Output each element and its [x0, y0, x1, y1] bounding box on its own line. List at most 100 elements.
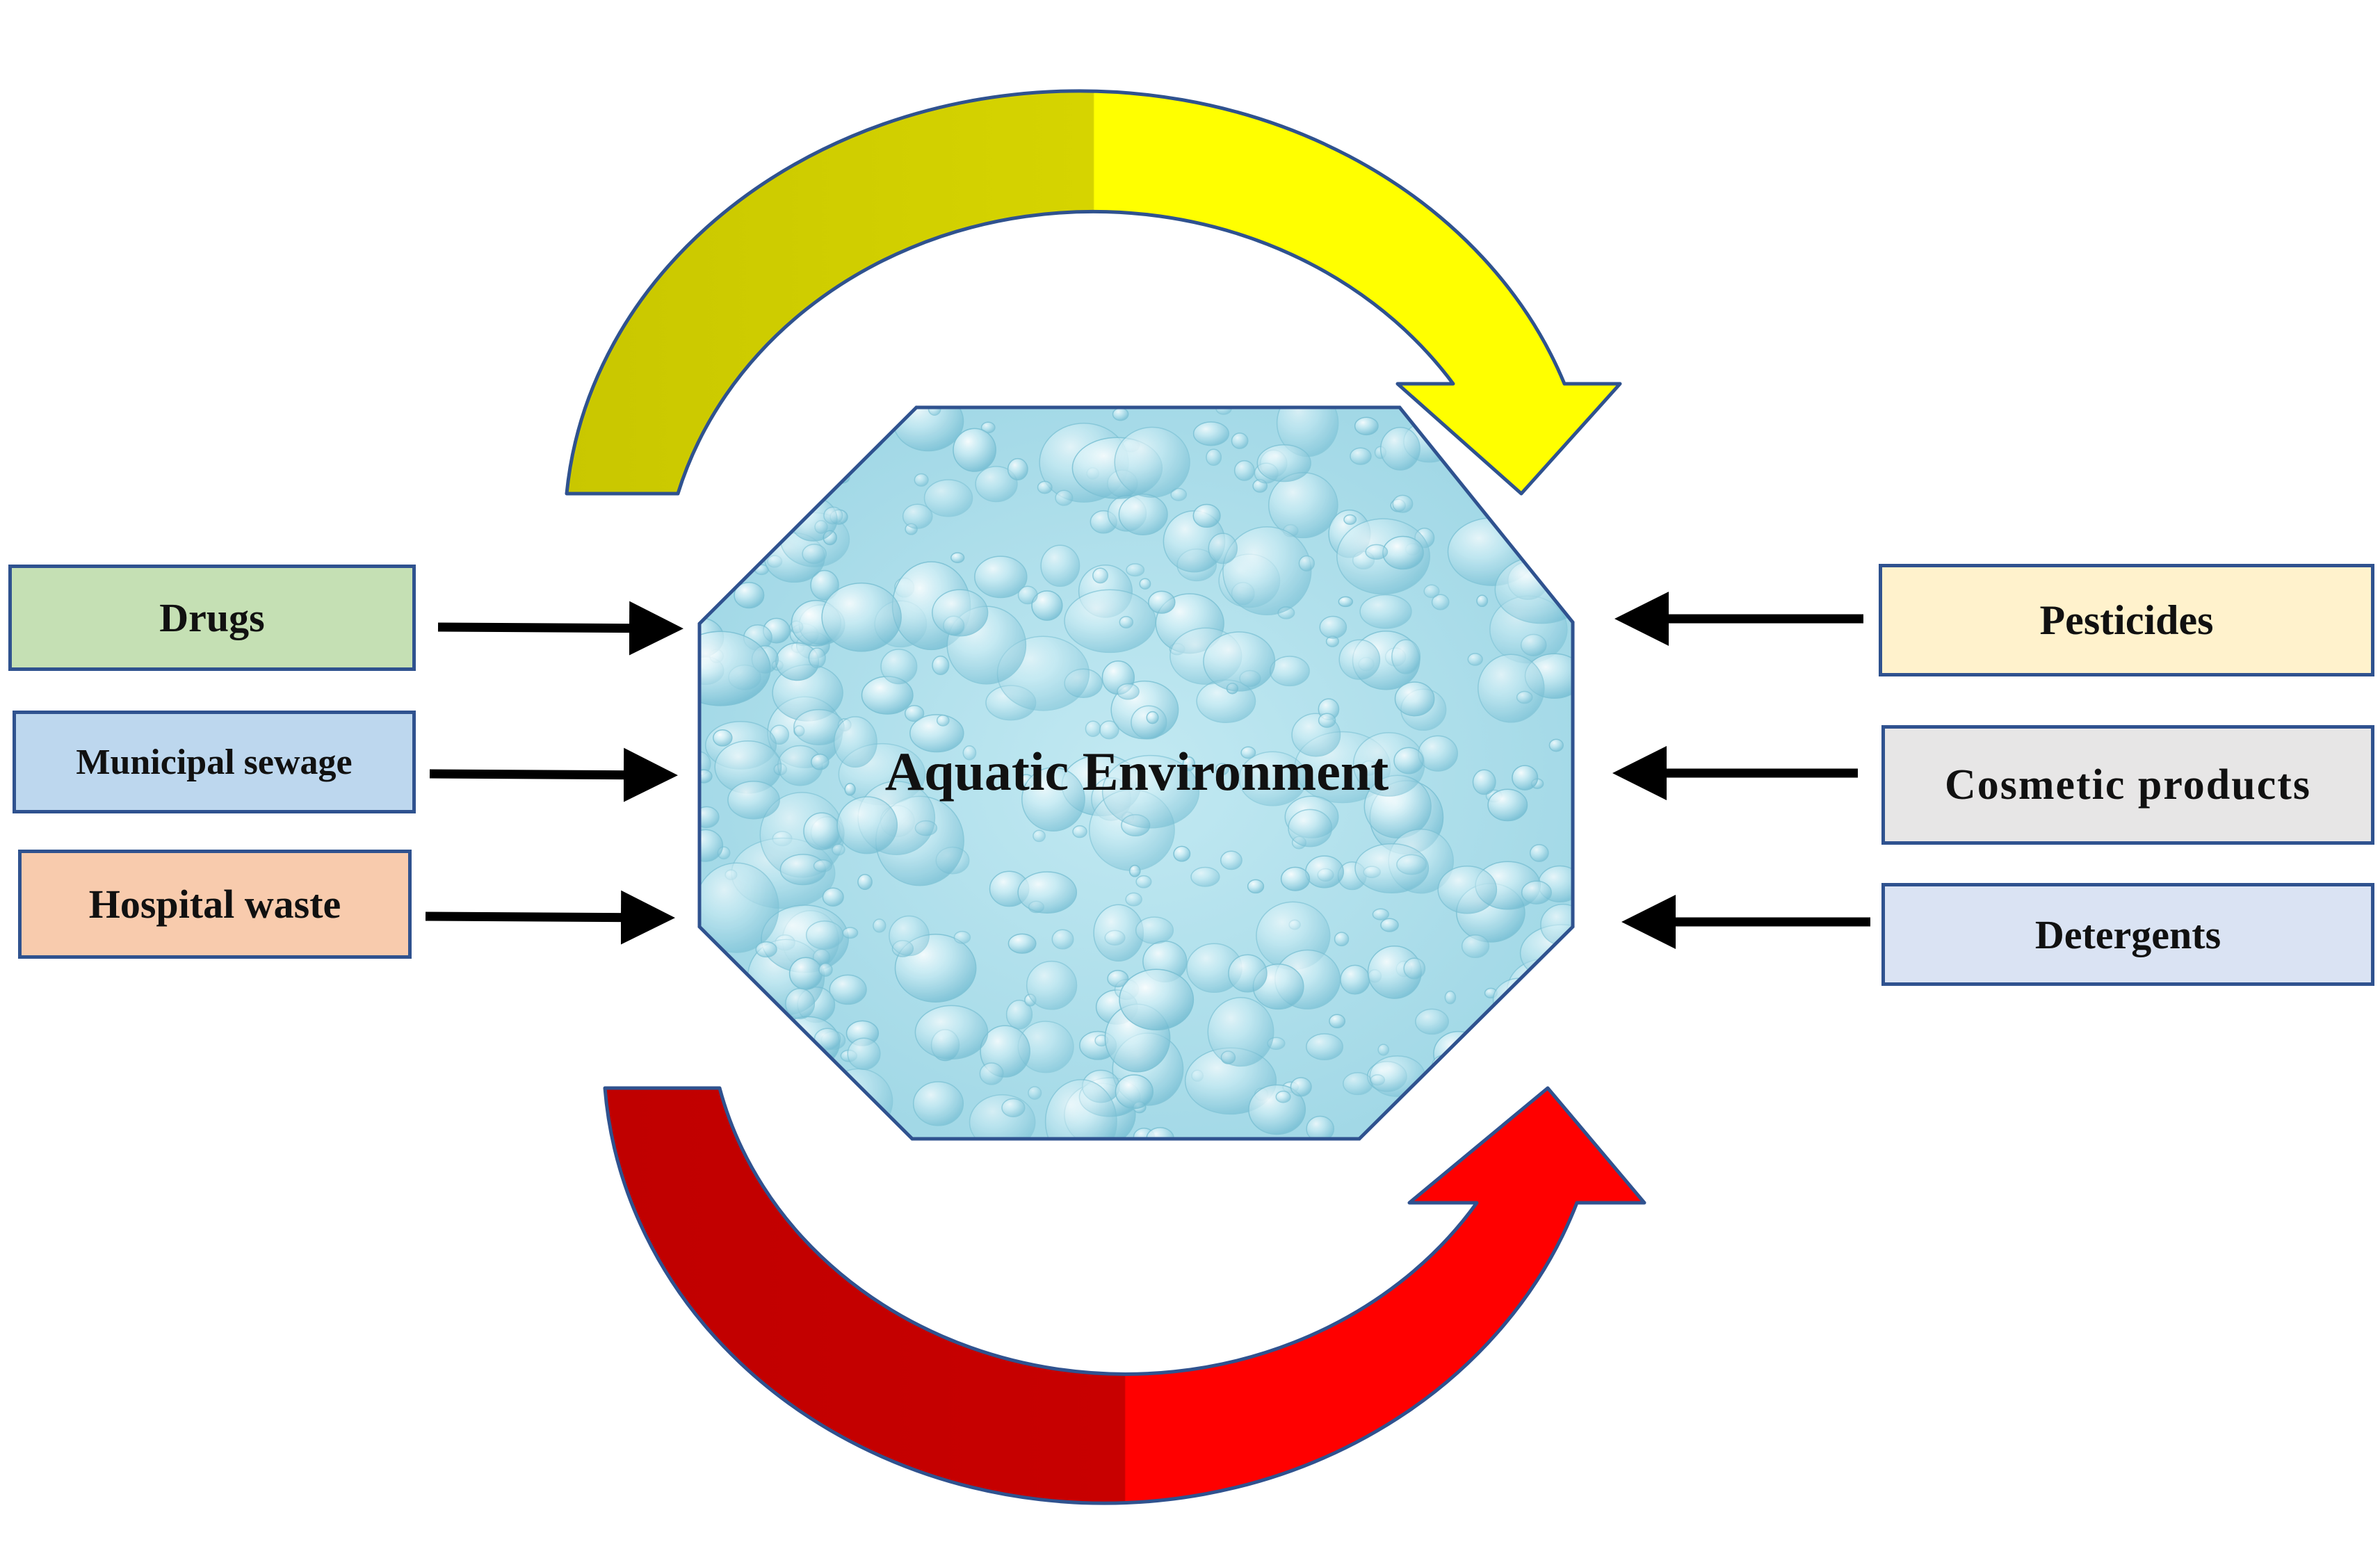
water-droplet	[1288, 809, 1333, 848]
water-droplet	[760, 514, 788, 540]
water-droplet	[1248, 1084, 1306, 1135]
water-droplet	[1231, 432, 1249, 449]
water-droplet	[699, 1040, 724, 1067]
water-droplet	[1487, 788, 1528, 822]
water-droplet	[1005, 999, 1033, 1030]
water-droplet	[969, 1094, 1036, 1139]
water-droplet	[1021, 767, 1085, 832]
water-droplet	[836, 796, 898, 854]
water-droplet	[1118, 494, 1168, 535]
water-droplet	[1146, 711, 1159, 724]
water-droplet	[873, 918, 887, 933]
water-droplet	[936, 714, 950, 727]
water-droplet	[1192, 503, 1221, 528]
water-droplet	[889, 915, 930, 957]
water-droplet	[1334, 932, 1350, 947]
water-droplet	[932, 656, 950, 675]
water-droplet	[829, 974, 867, 1005]
water-droplet	[818, 962, 833, 977]
water-droplet	[1365, 544, 1389, 560]
water-droplet	[980, 421, 996, 434]
water-droplet	[1126, 563, 1145, 577]
water-droplet	[1222, 526, 1312, 615]
water-droplet	[1467, 653, 1483, 666]
water-droplet	[821, 582, 902, 652]
water-droplet	[1101, 754, 1200, 829]
water-droplet	[1476, 594, 1489, 608]
water-droplet	[1392, 494, 1414, 513]
water-droplet	[1431, 1054, 1462, 1077]
water-droplet	[791, 1064, 826, 1090]
source-label-detergents: Detergents	[2034, 911, 2221, 957]
source-label-drugs: Drugs	[159, 595, 265, 640]
water-droplet	[1125, 892, 1142, 907]
water-droplet	[822, 887, 844, 907]
water-droplet	[1559, 556, 1573, 581]
water-droplet	[1343, 514, 1357, 525]
water-droplet	[880, 649, 918, 685]
water-droplet	[904, 704, 925, 722]
water-droplet	[1515, 1060, 1537, 1076]
water-droplet	[1099, 720, 1119, 740]
water-droplet	[699, 862, 779, 953]
source-box-hospital-waste: Hospital waste	[18, 850, 412, 959]
water-droplet	[1461, 934, 1490, 959]
water-droplet	[1206, 448, 1222, 467]
water-droplet	[1139, 578, 1151, 590]
water-droplet	[1494, 555, 1573, 624]
water-droplet	[762, 421, 821, 486]
water-droplet	[1403, 957, 1426, 980]
water-droplet	[1001, 1098, 1026, 1117]
water-droplet	[1474, 473, 1497, 494]
water-droplet	[1220, 850, 1242, 870]
water-droplet	[953, 428, 996, 472]
water-droplet	[1044, 1079, 1117, 1139]
water-droplet	[909, 714, 964, 753]
water-droplet	[1275, 1090, 1291, 1103]
water-droplet	[1338, 639, 1381, 680]
water-droplet	[1028, 1086, 1042, 1100]
water-droplet	[1114, 426, 1190, 498]
water-droplet	[1495, 1101, 1510, 1114]
water-droplet	[1092, 567, 1108, 584]
water-droplet	[912, 1081, 964, 1126]
water-droplet	[979, 1062, 1004, 1085]
water-droplet	[734, 425, 767, 455]
water-droplet	[1112, 407, 1129, 421]
water-droplet	[1318, 713, 1336, 728]
water-droplet	[962, 745, 977, 761]
water-droplet	[1170, 487, 1188, 501]
water-droplet	[832, 843, 845, 856]
bottom-cycle-arrow	[603, 1086, 1646, 1505]
water-droplet	[1064, 589, 1156, 654]
source-label-pesticides: Pesticides	[2039, 597, 2214, 643]
water-droplet	[777, 407, 845, 444]
water-droplet	[932, 589, 989, 637]
water-droplet	[805, 921, 844, 950]
water-droplet	[759, 480, 772, 495]
water-droplet	[1444, 990, 1457, 1005]
water-droplet	[1529, 508, 1562, 536]
source-box-drugs: Drugs	[8, 565, 416, 671]
water-droplet	[808, 647, 826, 669]
water-droplet	[1396, 854, 1427, 875]
water-droplet	[1391, 639, 1421, 674]
water-droplet	[1415, 1008, 1449, 1035]
water-droplet	[1423, 584, 1440, 599]
water-droplet	[1215, 763, 1229, 776]
top-cycle-arrow	[565, 89, 1622, 496]
water-droplet	[1055, 489, 1074, 506]
water-droplet	[1437, 865, 1498, 914]
water-droplet	[1537, 1053, 1553, 1069]
water-droplet	[813, 859, 833, 873]
water-droplet	[820, 1068, 836, 1080]
arrow-municipal-sewage-in	[429, 747, 678, 802]
water-droplet	[1411, 1121, 1427, 1134]
source-box-detergents: Detergents	[1881, 883, 2374, 986]
water-droplet	[759, 1078, 779, 1092]
water-droplet	[704, 534, 727, 549]
water-droplet	[1516, 690, 1533, 704]
water-droplet	[703, 519, 731, 541]
water-droplet	[782, 1042, 827, 1087]
